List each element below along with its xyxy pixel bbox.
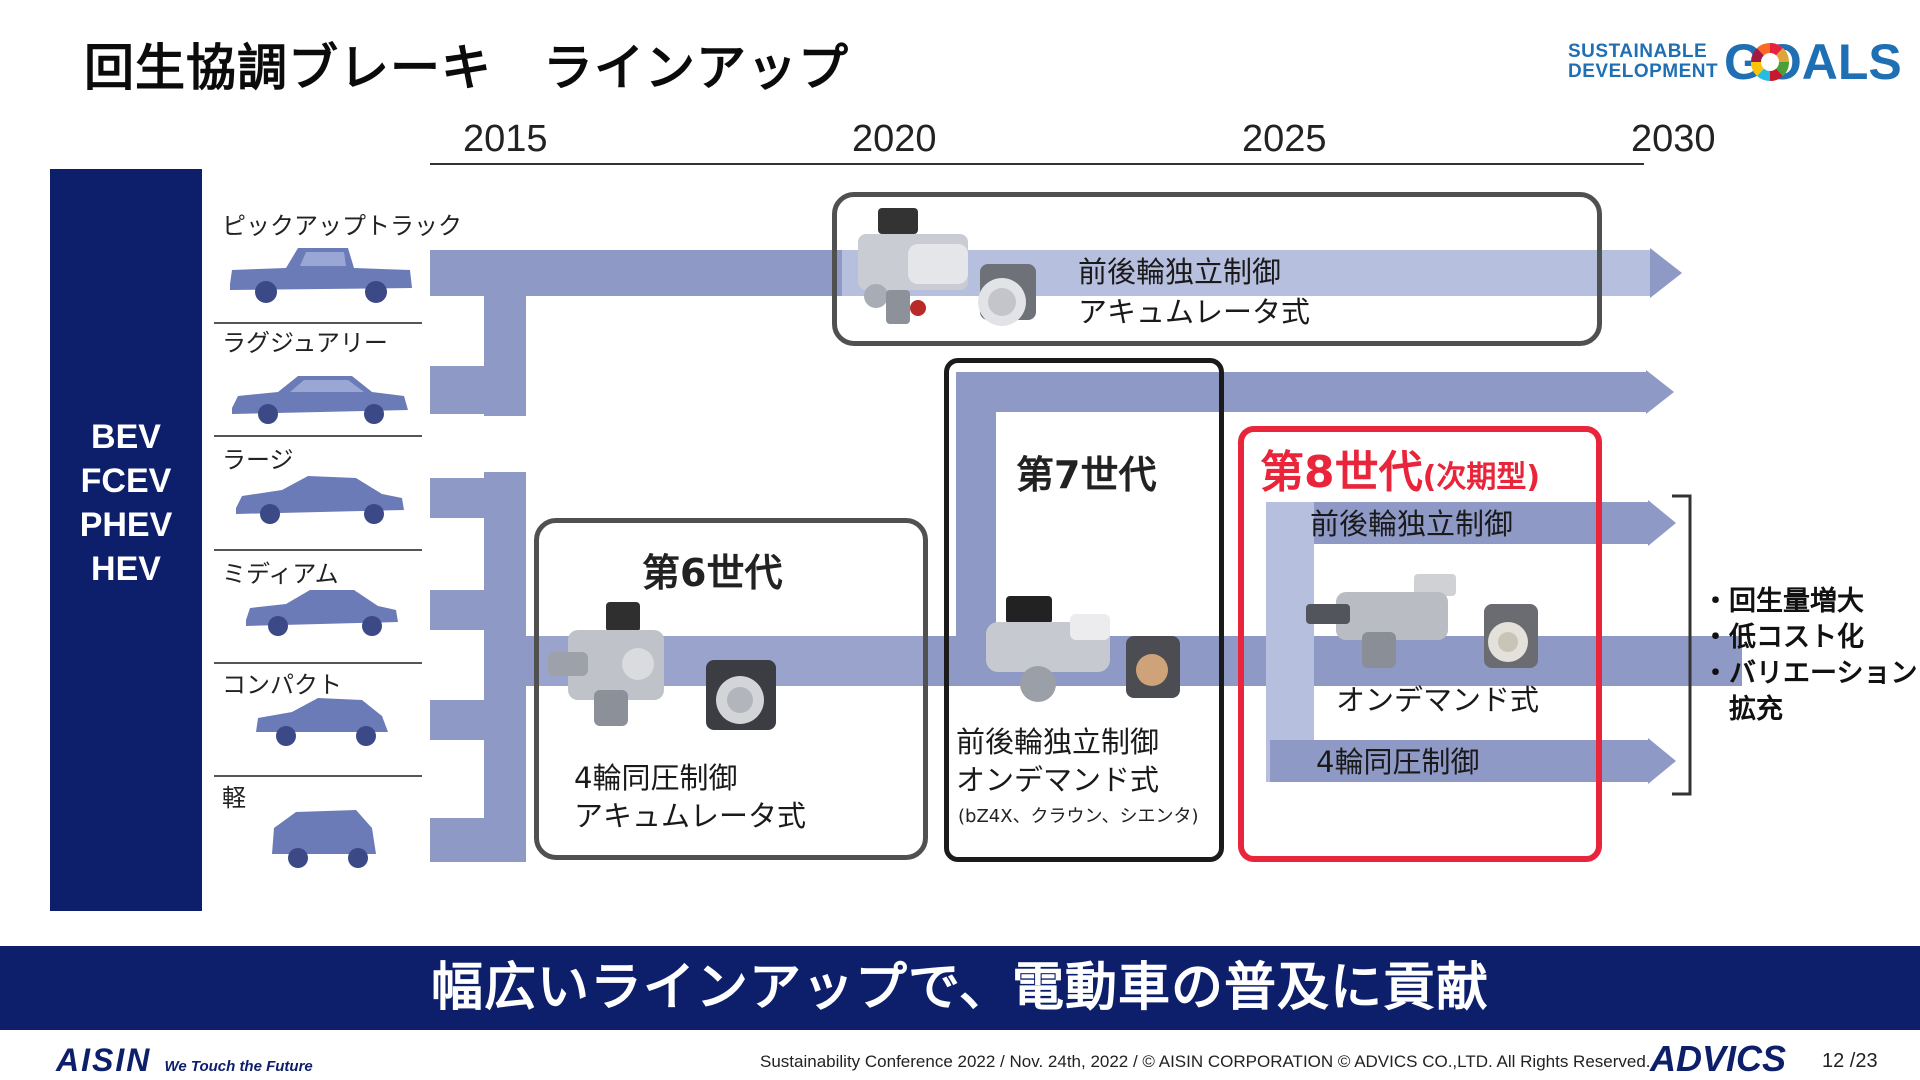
brake-actuator-icon: [548, 602, 664, 726]
arrow-head-icon: [1646, 370, 1674, 414]
advics-logo: ADVICS: [1650, 1038, 1787, 1079]
gen8-title: 第8世代: [1260, 447, 1423, 498]
divider: [214, 662, 422, 664]
benefit-item: ・低コスト化: [1702, 622, 1864, 653]
fuel-type: PHEV: [79, 506, 173, 544]
fuel-type-panel: BEV FCEV PHEV HEV: [50, 169, 202, 911]
year-label: 2030: [1631, 118, 1716, 160]
arrow-head-icon: [1648, 500, 1676, 546]
sdg-wheel-icon: [1751, 43, 1789, 81]
gen8-box: [1238, 426, 1602, 862]
car-silhouette-icon: [236, 476, 404, 524]
brake-actuator-icon: [1306, 574, 1456, 668]
car-silhouette-icon: [230, 248, 412, 303]
gen8-middle-label: オンデマンド式: [1336, 683, 1540, 717]
fuel-type: HEV: [91, 550, 161, 588]
timeline-axis: [430, 163, 1644, 165]
car-silhouette-icon: [272, 810, 376, 868]
gen7-note: (bZ4X、クラウン、シエンタ): [958, 806, 1199, 827]
band-connector: [484, 472, 526, 862]
ecu-module-icon: [706, 660, 776, 730]
divider: [214, 435, 422, 437]
ecu-module-icon: [1484, 604, 1538, 668]
arrow-head-icon: [1648, 738, 1676, 784]
divider: [214, 549, 422, 551]
divider: [214, 322, 422, 324]
category-label: ラージ: [222, 446, 294, 474]
aisin-wordmark: AISIN: [56, 1042, 152, 1078]
year-label: 2025: [1242, 118, 1327, 160]
page-number: 12 /23: [1822, 1050, 1878, 1072]
sdg-line2: DEVELOPMENT: [1568, 61, 1719, 82]
copyright: Sustainability Conference 2022 / Nov. 24…: [760, 1052, 1651, 1071]
gen6-title: 第6世代: [642, 551, 783, 595]
category-label: 軽: [222, 784, 246, 812]
bracket-icon: [1672, 494, 1692, 796]
ecu-module-icon: [978, 264, 1036, 326]
gen8-bottom-label: 4輪同圧制御: [1316, 745, 1480, 779]
band-gen8-top: [1270, 502, 1650, 544]
gen8-title-suffix: (次期型): [1422, 460, 1541, 495]
fuel-type: BEV: [91, 418, 161, 456]
car-silhouette-icon: [232, 376, 408, 424]
year-label: 2020: [852, 118, 937, 160]
gen6-line1: 4輪同圧制御: [574, 761, 738, 795]
banner-text: 幅広いラインアップで、電動車の普及に貢献: [431, 958, 1489, 1018]
brake-actuator-icon: [986, 596, 1110, 702]
gen6-line2: アキュムレータ式: [574, 799, 807, 833]
gen7-line2: オンデマンド式: [956, 763, 1160, 797]
aisin-logo: AISIN We Touch the Future: [56, 1042, 313, 1079]
car-silhouette-icon: [246, 590, 398, 636]
benefit-item: 拡充: [1702, 694, 1783, 725]
band-gen8-bottom: [1270, 740, 1650, 782]
brake-actuator-icon: [858, 208, 968, 324]
benefit-item: ・回生量増大: [1702, 586, 1864, 617]
year-label: 2015: [463, 118, 548, 160]
fuel-type: FCEV: [80, 462, 172, 500]
page-title: 回生協調ブレーキ ラインアップ: [84, 39, 849, 97]
band-connector: [430, 250, 842, 296]
band-gen7-top: [956, 372, 1646, 412]
category-label: ピックアップトラック: [222, 212, 462, 240]
gen7-title: 第7世代: [1016, 453, 1157, 497]
category-label: コンパクト: [222, 671, 342, 699]
category-label: ミディアム: [222, 560, 339, 588]
gen7-box: [944, 358, 1224, 862]
band-connector: [484, 294, 526, 416]
gen7-line1: 前後輪独立制御: [956, 725, 1160, 759]
category-label: ラグジュアリー: [222, 329, 388, 357]
sdg-line1: SUSTAINABLE: [1568, 41, 1708, 62]
ecu-module-icon: [1126, 636, 1180, 698]
gen8-title-group: 第8世代(次期型): [1260, 436, 1540, 500]
band-gen8-vertical: [1266, 502, 1314, 782]
gen8-top-label: 前後輪独立制御: [1310, 507, 1514, 541]
benefit-item: ・バリエーション: [1702, 658, 1918, 689]
prev-gen-line1: 前後輪独立制御: [1078, 255, 1282, 289]
band-prev-gen: [842, 250, 1652, 296]
arrow-head-icon: [1650, 248, 1682, 298]
prev-gen-line2: アキュムレータ式: [1078, 295, 1311, 329]
aisin-tagline: We Touch the Future: [164, 1058, 313, 1075]
car-silhouette-icon: [256, 698, 388, 746]
divider: [214, 775, 422, 777]
banner-bar: [0, 946, 1920, 1030]
prev-gen-box: [832, 192, 1602, 346]
